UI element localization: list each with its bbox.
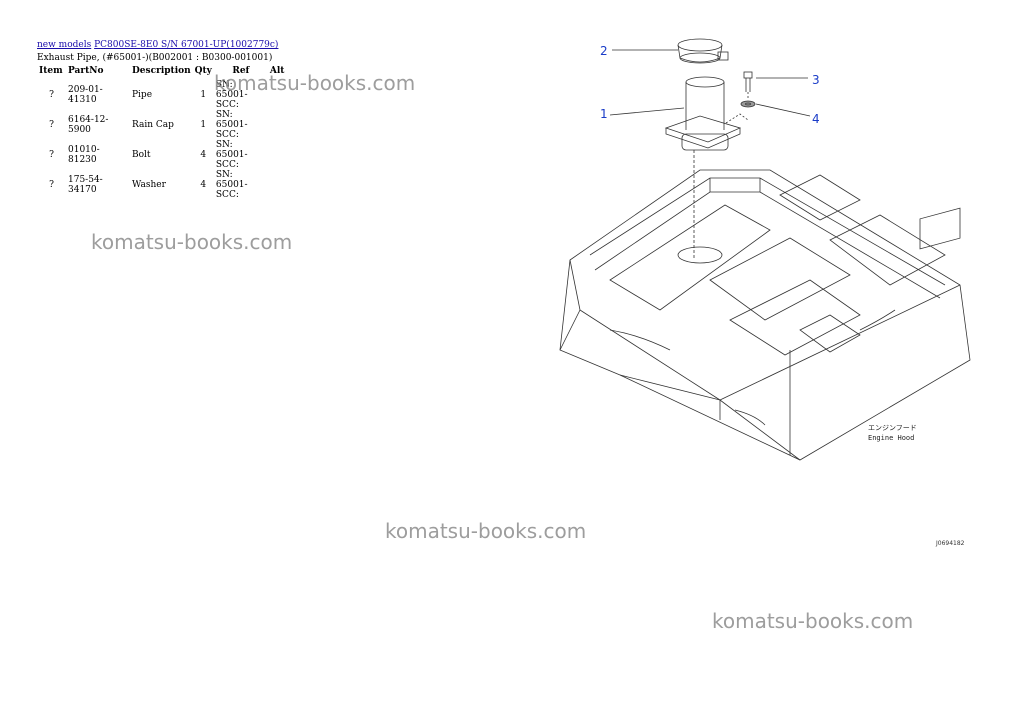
- callout-4: 4: [812, 112, 820, 126]
- watermark: komatsu-books.com: [91, 230, 293, 254]
- callout-2: 2: [600, 44, 608, 58]
- breadcrumb-model-link[interactable]: PC800SE-8E0 S/N 67001-UP(1002779c): [94, 40, 279, 50]
- table-row: ? 01010-81230 Bolt 4 SN: 65001-SCC:: [37, 140, 292, 170]
- drawing-id: J0694182: [936, 540, 965, 547]
- cell-partno: 175-54-34170: [68, 175, 103, 195]
- watermark: komatsu-books.com: [214, 71, 416, 95]
- breadcrumb-new-models-link[interactable]: new models: [37, 40, 92, 50]
- cell-description: Pipe: [132, 90, 153, 100]
- engine-hood-drawing: [559, 169, 971, 461]
- cell-description: Rain Cap: [132, 120, 174, 130]
- cell-alt: [268, 170, 292, 200]
- parts-table: Item PartNo Description Qty Ref Alt ? 20…: [37, 66, 292, 200]
- breadcrumb: new models PC800SE-8E0 S/N 67001-UP(1002…: [37, 40, 278, 50]
- cell-qty: 1: [200, 90, 207, 100]
- rain-cap-drawing: [677, 38, 729, 64]
- cell-ref: SN: 65001-SCC:: [215, 140, 248, 170]
- cell-item: ?: [49, 120, 54, 130]
- pipe-drawing: [664, 76, 742, 151]
- table-header-row: Item PartNo Description Qty Ref Alt: [37, 66, 292, 80]
- bolt-drawing: [743, 71, 753, 92]
- cell-partno: 6164-12-5900: [68, 115, 109, 135]
- table-row: ? 175-54-34170 Washer 4 SN: 65001-SCC:: [37, 170, 292, 200]
- hood-label-en: Engine Hood: [868, 434, 914, 442]
- parts-diagram: 2 1 3 4 エンジンフード Engine Hood: [559, 38, 971, 461]
- header-ref: Ref: [232, 66, 250, 76]
- cell-partno: 209-01-41310: [68, 85, 103, 105]
- cell-ref: SN: 65001-SCC:: [215, 110, 248, 140]
- header-item: Item: [39, 66, 63, 76]
- cell-qty: 4: [200, 150, 207, 160]
- header-qty: Qty: [194, 66, 212, 76]
- watermark: komatsu-books.com: [385, 519, 587, 543]
- header-description: Description: [132, 66, 191, 76]
- cell-alt: [268, 110, 292, 140]
- cell-item: ?: [49, 180, 54, 190]
- washer-drawing: [740, 100, 756, 108]
- cell-qty: 1: [200, 120, 207, 130]
- table-row: ? 6164-12-5900 Rain Cap 1 SN: 65001-SCC:: [37, 110, 292, 140]
- table-row: ? 209-01-41310 Pipe 1 SN: 65001-SCC:: [37, 80, 292, 110]
- cell-partno: 01010-81230: [68, 145, 100, 165]
- cell-description: Washer: [132, 180, 166, 190]
- cell-ref: SN: 65001-SCC:: [215, 170, 248, 200]
- hood-label-jp: エンジンフード: [868, 424, 917, 432]
- callout-1: 1: [600, 107, 608, 121]
- watermark: komatsu-books.com: [712, 609, 914, 633]
- page-title: Exhaust Pipe, (#65001-)(B002001 : B0300-…: [37, 53, 273, 63]
- cell-alt: [268, 140, 292, 170]
- callout-3: 3: [812, 73, 820, 87]
- cell-item: ?: [49, 150, 54, 160]
- header-alt: Alt: [269, 66, 285, 76]
- cell-item: ?: [49, 90, 54, 100]
- header-partno: PartNo: [68, 66, 104, 76]
- cell-qty: 4: [200, 180, 207, 190]
- cell-description: Bolt: [132, 150, 151, 160]
- cell-ref: SN: 65001-SCC:: [215, 80, 248, 110]
